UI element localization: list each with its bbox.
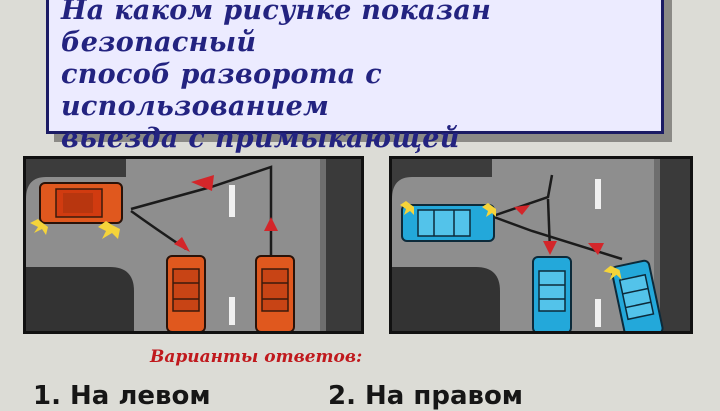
path-line-3 <box>493 215 623 261</box>
path-line-1 <box>130 165 273 257</box>
answer-option-2[interactable]: 2. На правом <box>328 381 524 411</box>
answer-option-1[interactable]: 1. На левом <box>33 381 211 411</box>
bottom-left-block <box>26 267 134 331</box>
path-line-1 <box>489 174 554 219</box>
arrow-2 <box>543 241 557 255</box>
lane-mark-1 <box>229 185 235 217</box>
car-middle-vertical <box>166 255 206 331</box>
top-left-block <box>26 159 126 199</box>
lane-mark-1 <box>595 179 601 209</box>
scene-left[interactable] <box>23 156 364 334</box>
scene-left-drawing <box>26 159 361 331</box>
lane-mark-2 <box>229 297 235 325</box>
answers-label: Варианты ответов: <box>150 347 363 367</box>
right-curb-block <box>660 159 690 331</box>
car-blue-middle-vertical <box>532 256 572 331</box>
scene-right[interactable] <box>389 156 693 334</box>
lane-mark-2 <box>595 299 601 327</box>
car-blue-tilted <box>603 259 664 331</box>
arrow-2 <box>264 217 278 231</box>
car-left-horizontal <box>30 182 123 239</box>
arrow-3 <box>588 243 604 255</box>
right-curb-block <box>326 159 361 331</box>
arrow-1 <box>514 205 530 215</box>
curb-edge <box>320 159 326 331</box>
scene-right-drawing <box>392 159 690 331</box>
top-left-block <box>392 159 492 199</box>
bottom-left-block <box>392 267 500 331</box>
question-box: На каком рисунке показан безопасный спос… <box>46 0 664 218</box>
car-blue-horizontal <box>400 201 496 242</box>
car-right-vertical <box>255 255 295 331</box>
arrow-3 <box>174 237 190 252</box>
arrow-1 <box>191 175 214 191</box>
curb-edge <box>654 159 660 331</box>
